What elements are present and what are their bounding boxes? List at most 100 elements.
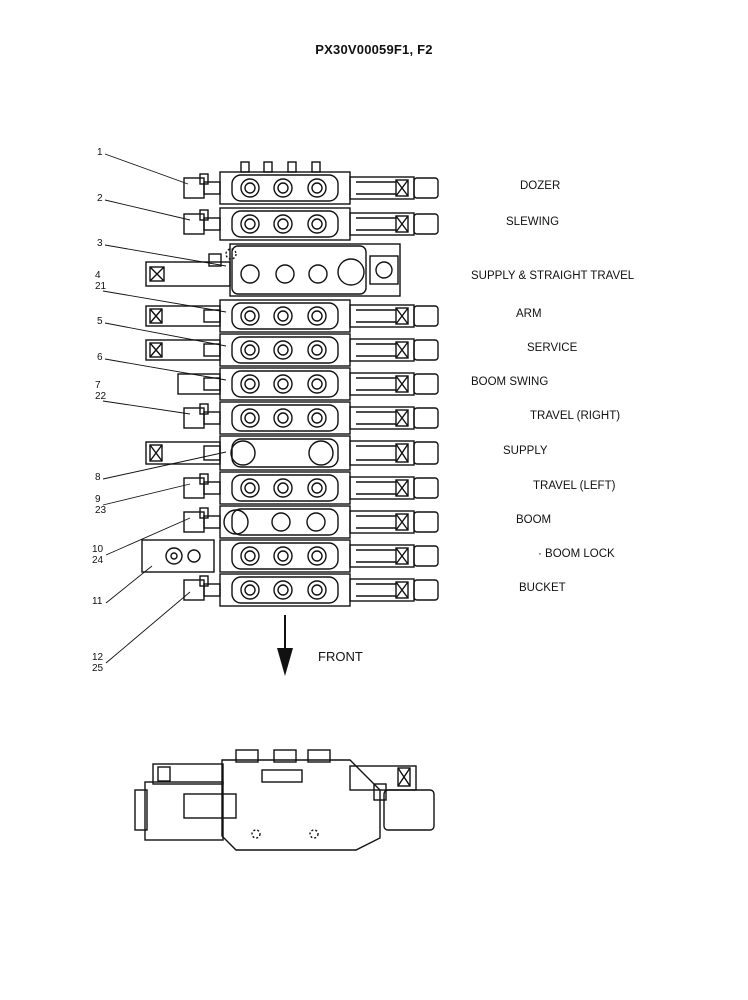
- right-spool-rod: [356, 309, 396, 323]
- section-label-supply-straight-travel: SUPPLY & STRAIGHT TRAVEL: [471, 270, 635, 282]
- section-body: [219, 471, 351, 505]
- callout-number: 5: [97, 316, 103, 327]
- valve-section-boom: [183, 505, 439, 539]
- port-hex: [244, 218, 256, 230]
- port-circle: [273, 374, 293, 394]
- port-hex: [311, 218, 323, 230]
- left-spool-detent: [149, 342, 163, 358]
- port-hex: [277, 550, 289, 562]
- port-hex: [277, 310, 289, 322]
- right-spool-cap: [413, 177, 439, 199]
- valve-section-dozer: [183, 171, 439, 205]
- right-spool-cap: [413, 407, 439, 429]
- boom-lock-port-small: [187, 549, 201, 563]
- port-circle: [240, 374, 260, 394]
- spool-detent: [149, 266, 165, 282]
- port-circle: [307, 580, 327, 600]
- left-spool-neck: [203, 411, 221, 425]
- port-circle: [307, 546, 327, 566]
- port-hex: [244, 344, 256, 356]
- port-circle: [240, 178, 260, 198]
- valve-section-travel-left: [183, 471, 439, 505]
- section-port-frame: [231, 210, 339, 238]
- callout-number: 6: [97, 352, 103, 363]
- top-bolt: [311, 161, 321, 173]
- valve-stack-top-view: [141, 161, 439, 607]
- section-label-boom-lock: · BOOM LOCK: [538, 548, 615, 560]
- callout-number-line: 4: [95, 270, 101, 281]
- right-spool-cap: [413, 477, 439, 499]
- section-port-frame: [231, 542, 339, 570]
- leader-line: [105, 591, 191, 664]
- section-label-slewing: SLEWING: [506, 216, 560, 228]
- section-label-supply: SUPPLY: [503, 445, 548, 457]
- valve-section-supply-straight-travel: [145, 243, 401, 297]
- leader-line: [102, 290, 227, 313]
- section-label-travel-right: TRAVEL (RIGHT): [530, 410, 621, 422]
- side-right-cap: [383, 789, 435, 831]
- port-circle: [273, 306, 293, 326]
- side-right-plug: [373, 783, 387, 801]
- left-spool-neck: [203, 583, 221, 597]
- right-spool-detent-cross: [395, 479, 409, 497]
- section-port-frame: [231, 576, 339, 604]
- port-hex: [311, 550, 323, 562]
- front-label: FRONT: [318, 649, 363, 664]
- right-spool-detent: [395, 581, 409, 599]
- port-circle: [240, 340, 260, 360]
- section-label-boom-swing: BOOM SWING: [471, 376, 549, 388]
- port-hex: [311, 482, 323, 494]
- boom-lock-port-center: [170, 552, 178, 560]
- callout-number-line: 9: [95, 494, 101, 505]
- left-spool-neck: [203, 377, 221, 391]
- port-hex: [244, 550, 256, 562]
- port-hex: [311, 310, 323, 322]
- port-circle: [240, 546, 260, 566]
- valve-section-service: [145, 333, 439, 367]
- left-spool-neck: [203, 481, 221, 495]
- section-body: [219, 207, 351, 241]
- spool-detent-cross: [149, 266, 165, 282]
- leader-line: [104, 153, 189, 185]
- leader-line: [104, 322, 227, 347]
- section-body: [219, 171, 351, 205]
- side-left-block: [144, 781, 224, 841]
- section-body: [219, 367, 351, 401]
- port-circle: [240, 408, 260, 428]
- top-bolt: [240, 161, 250, 173]
- port-hex: [277, 218, 289, 230]
- left-spool-neck: [203, 181, 221, 195]
- side-hidden-port: [309, 829, 319, 839]
- section-body: [219, 573, 351, 607]
- section-label-dozer: DOZER: [520, 180, 561, 192]
- port-circle: [240, 214, 260, 234]
- port-circle: [273, 340, 293, 360]
- port-circle: [240, 478, 260, 498]
- port-circle: [271, 512, 291, 532]
- right-spool-detent: [395, 341, 409, 359]
- right-spool-detent: [395, 409, 409, 427]
- port-circle: [307, 178, 327, 198]
- supply-port-in: [230, 440, 256, 466]
- port-circle: [307, 478, 327, 498]
- side-plug: [208, 253, 222, 267]
- section-port-frame: [231, 370, 339, 398]
- callout-number-line: 24: [92, 555, 104, 566]
- right-spool-detent-cross: [395, 443, 409, 463]
- diagram-title: PX30V00059F1, F2: [315, 42, 433, 57]
- right-spool-cap: [413, 305, 439, 327]
- left-spool-cap: [177, 373, 221, 395]
- section-port-frame: [231, 336, 339, 364]
- right-spool-detent-cross: [395, 307, 409, 325]
- leader-line: [105, 565, 153, 604]
- callout-number: 8: [95, 472, 101, 483]
- right-spool-cap: [413, 579, 439, 601]
- right-spool-detent: [395, 513, 409, 531]
- section-label-bucket: BUCKET: [519, 582, 566, 594]
- left-spool-detent-cross: [149, 342, 163, 358]
- callout-number-line: 5: [97, 316, 103, 327]
- port-hex: [244, 310, 256, 322]
- leader-line: [105, 517, 191, 556]
